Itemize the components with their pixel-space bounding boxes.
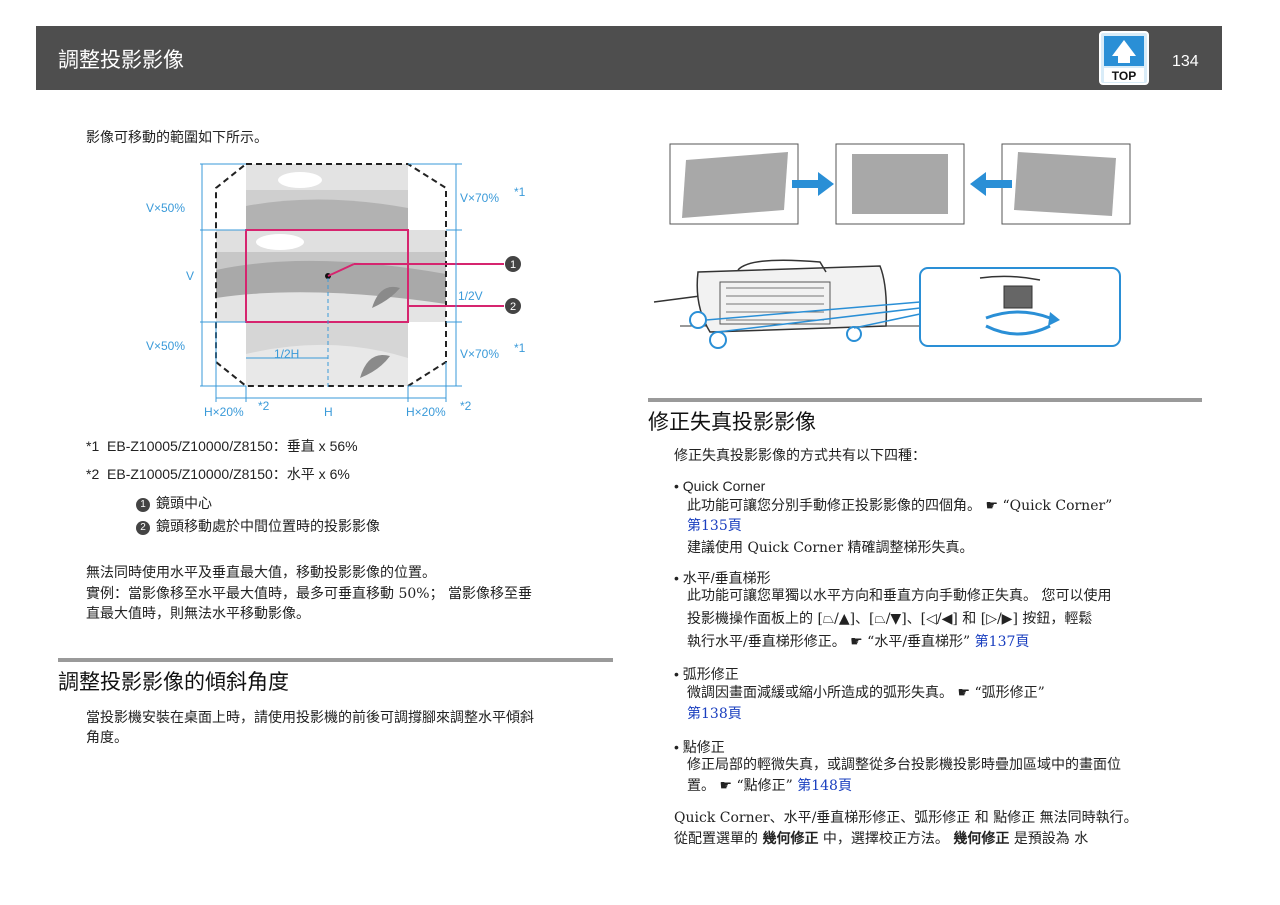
svg-text:V×70%: V×70% xyxy=(460,191,499,205)
svg-text:*1: *1 xyxy=(514,185,526,199)
note-2: *2 EB-Z10005/Z10000/Z8150：水平 x 6% xyxy=(86,466,350,482)
para-1: 無法同時使用水平及垂直最大值，移動投影影像的位置。 xyxy=(86,565,436,581)
svg-text:V×50%: V×50% xyxy=(146,339,185,353)
section-rule-left xyxy=(58,658,613,662)
arrow-right-icon xyxy=(792,172,834,196)
section-title-distortion: 修正失真投影影像 xyxy=(648,410,816,434)
footer-line-1: Quick Corner、水平/垂直梯形修正、弧形修正 和 點修正 無法同時執行… xyxy=(674,810,1138,826)
svg-text:H: H xyxy=(324,405,333,419)
arrow-left-icon xyxy=(970,172,1012,196)
item-arc-line-1: 微調因畫面減緩或縮小所造成的弧形失真。 ☛ “弧形修正” xyxy=(687,685,1045,701)
top-button[interactable]: TOP xyxy=(1096,28,1152,88)
rotate-arrow-icon xyxy=(1048,312,1060,326)
lens-shift-diagram: V×50% V V×50% V×70% *1 V×70% *1 1/2V 1/2… xyxy=(146,163,526,419)
projector-feet-illustration xyxy=(653,259,1121,349)
item-point-line-1: 修正局部的輕微失真，或調整從多台投影機投影時疊加區域中的畫面位 xyxy=(687,757,1121,773)
section-rule-right xyxy=(648,398,1202,402)
item-point-line-2: 置。 ☛ “點修正” 第148頁 xyxy=(687,778,852,794)
item-keystone-line-2: 投影機操作面板上的 [⏢/▲]、[⏢/▼]、[◁/◀] 和 [▷/▶] 按鈕，輕… xyxy=(687,611,1093,627)
keystone-illustration xyxy=(669,143,1131,225)
adjustable-foot-icon xyxy=(1003,285,1033,309)
item-arc-title: • 弧形修正 xyxy=(674,666,739,682)
svg-text:2: 2 xyxy=(510,301,516,313)
item-point-title: • 點修正 xyxy=(674,739,725,755)
callout-2-icon: 2 xyxy=(136,521,150,535)
tilt-line-1: 當投影機安裝在桌面上時，請使用投影機的前後可調撐腳來調整水平傾斜 xyxy=(86,710,534,726)
para-2-line-2: 直最大值時，則無法水平移動影像。 xyxy=(86,606,310,622)
page-number: 134 xyxy=(1172,53,1199,70)
svg-text:H×20%: H×20% xyxy=(204,405,244,419)
link-page-135[interactable]: 第135頁 xyxy=(687,518,742,534)
item-keystone-title: • 水平/垂直梯形 xyxy=(674,570,771,586)
projector-icon xyxy=(696,265,888,333)
svg-text:TOP: TOP xyxy=(1112,69,1136,83)
link-page-137[interactable]: 第137頁 xyxy=(974,634,1030,650)
svg-text:*2: *2 xyxy=(460,399,472,413)
item-keystone-line-3: 執行水平/垂直梯形修正。 ☛ “水平/垂直梯形” 第137頁 xyxy=(687,634,1030,650)
distortion-intro: 修正失真投影影像的方式共有以下四種： xyxy=(674,448,926,464)
item-quick-corner-title: • Quick Corner xyxy=(674,478,766,494)
item-keystone-line-1: 此功能可讓您單獨以水平方向和垂直方向手動修正失真。 您可以使用 xyxy=(687,588,1112,604)
svg-text:V×70%: V×70% xyxy=(460,347,499,361)
svg-text:H×20%: H×20% xyxy=(406,405,446,419)
note-1: *1 EB-Z10005/Z10000/Z8150：垂直 x 56% xyxy=(86,438,358,454)
svg-text:1/2V: 1/2V xyxy=(458,289,483,303)
section-title-tilt: 調整投影影像的傾斜角度 xyxy=(58,670,289,694)
footer-line-2: 從配置選單的 幾何修正 中，選擇校正方法。 幾何修正 是預設為 水 xyxy=(674,831,1089,847)
center-projection-frame xyxy=(245,229,409,323)
item-quick-corner-line-1: 此功能可讓您分別手動修正投影影像的四個角。 ☛ “Quick Corner” xyxy=(687,498,1113,514)
tilt-line-2: 角度。 xyxy=(86,730,128,746)
svg-text:*1: *1 xyxy=(514,341,526,355)
page-header: 調整投影影像 TOP 134 xyxy=(36,26,1222,90)
page-title: 調整投影影像 xyxy=(58,48,184,72)
svg-text:V: V xyxy=(186,269,194,283)
top-home-icon: TOP xyxy=(1099,31,1149,85)
svg-text:V×50%: V×50% xyxy=(146,201,185,215)
svg-text:1: 1 xyxy=(510,259,516,271)
callout-1-icon: 1 xyxy=(136,498,150,512)
para-2-line-1: 實例：當影像移至水平最大值時，最多可垂直移動 50%； 當影像移至垂 xyxy=(86,586,533,602)
link-page-138[interactable]: 第138頁 xyxy=(687,706,742,722)
intro-text: 影像可移動的範圍如下所示。 xyxy=(86,130,268,146)
svg-text:1/2H: 1/2H xyxy=(274,347,299,361)
link-page-148[interactable]: 第148頁 xyxy=(797,778,852,794)
svg-text:*2: *2 xyxy=(258,399,270,413)
item-quick-corner-line-2: 建議使用 Quick Corner 精確調整梯形失真。 xyxy=(687,540,974,556)
